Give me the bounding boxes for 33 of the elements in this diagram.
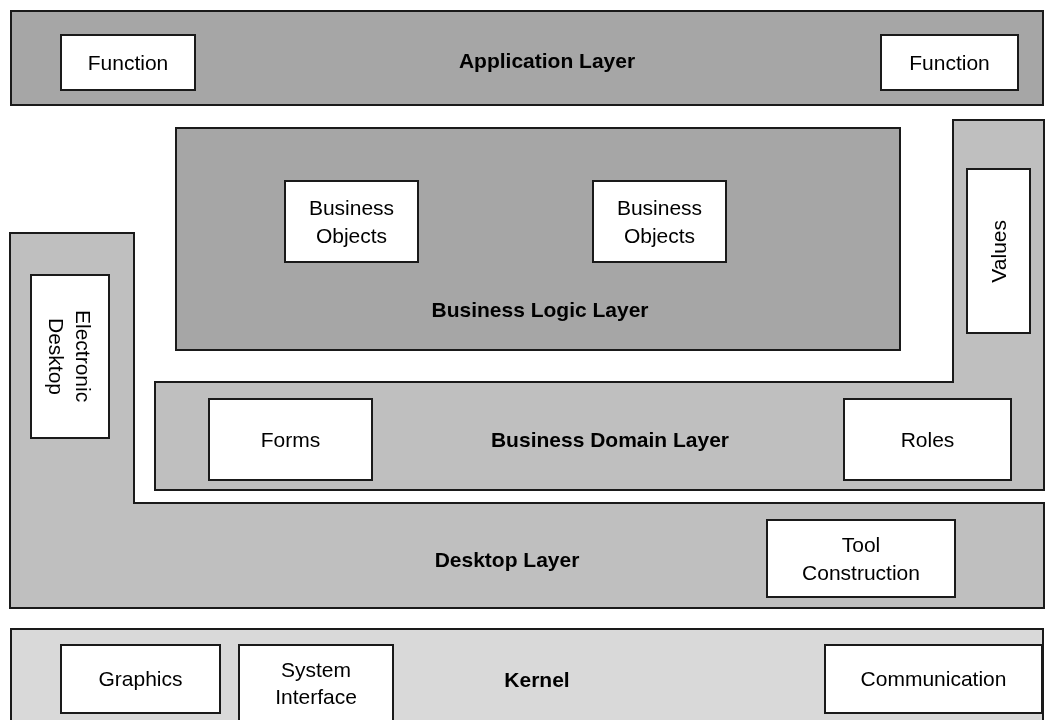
component-label: Tool Construction — [801, 532, 921, 586]
component-label: Graphics — [98, 666, 183, 693]
layer-panel — [155, 120, 1044, 490]
component-box — [843, 398, 1012, 481]
component-box — [60, 34, 196, 91]
layer-title: Application Layer — [458, 49, 636, 73]
component-box — [30, 274, 110, 439]
component-box — [592, 180, 727, 263]
layer-title: Business Domain Layer — [490, 428, 730, 452]
component-label: Function — [87, 49, 169, 76]
component-label: Business Objects — [307, 195, 396, 249]
component-box — [766, 519, 956, 598]
component-label: Business Objects — [615, 195, 704, 249]
layer-title: Kernel — [504, 668, 570, 692]
component-box — [880, 34, 1019, 91]
layer-panel — [10, 10, 1044, 106]
layer-title: Desktop Layer — [434, 548, 580, 572]
component-box — [824, 644, 1043, 714]
component-label: Electronic Desktop — [44, 309, 97, 405]
component-label: Roles — [900, 426, 955, 453]
layer-panel — [175, 127, 901, 351]
component-label: Forms — [260, 426, 321, 453]
component-label: System Interface — [274, 656, 358, 710]
layer-panel — [10, 628, 1044, 720]
component-box — [966, 168, 1031, 334]
component-box — [60, 644, 221, 714]
component-box — [238, 644, 394, 720]
component-label: Communication — [860, 666, 1007, 693]
layer-title: Business Logic Layer — [431, 298, 649, 322]
component-label: Function — [909, 49, 990, 76]
component-box — [208, 398, 373, 481]
component-box — [284, 180, 419, 263]
component-label: Values — [985, 219, 1011, 283]
